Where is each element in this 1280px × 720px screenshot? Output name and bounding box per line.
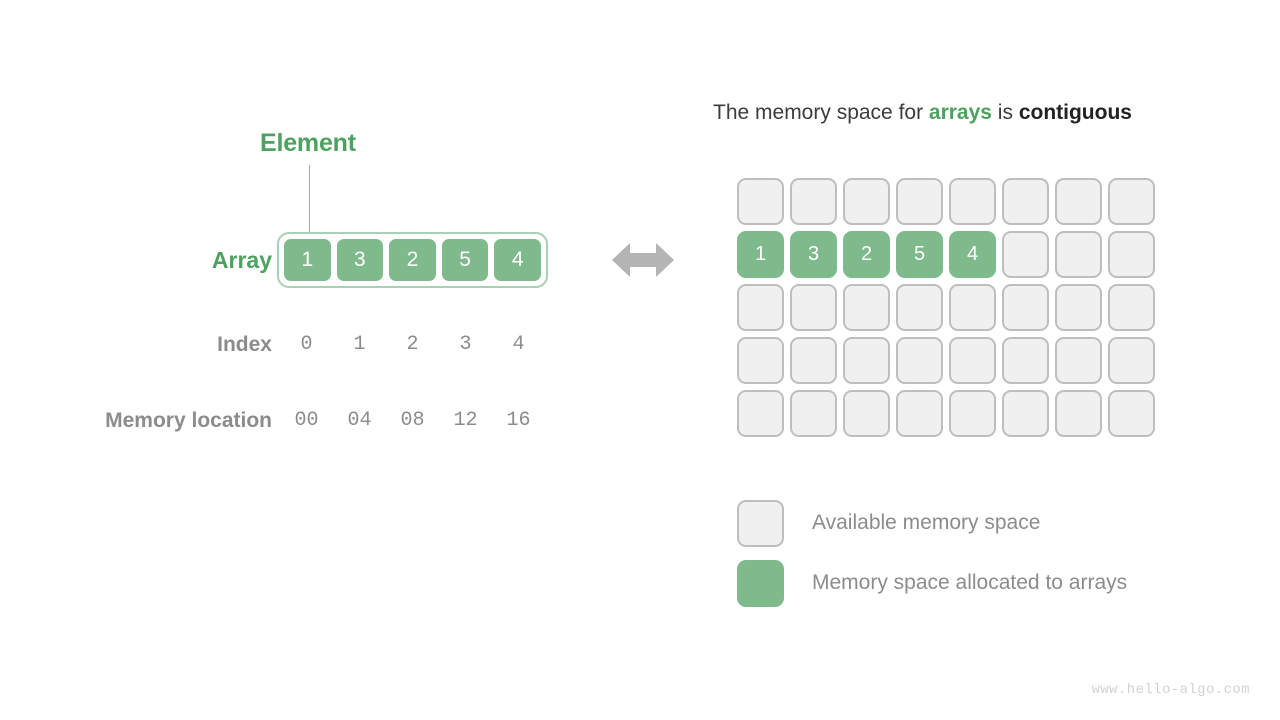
memory-title: The memory space for arrays is contiguou… <box>713 101 1132 125</box>
index-row-item: 4 <box>512 333 525 356</box>
memory-cell-available <box>949 178 996 225</box>
memory-cell-available <box>790 178 837 225</box>
memory-cell-available <box>1108 390 1155 437</box>
memory-cell-available <box>737 337 784 384</box>
memory-cell-available <box>1002 390 1049 437</box>
memory-cell-available <box>1108 178 1155 225</box>
memory-cell-available <box>896 178 943 225</box>
memory-row-item: 04 <box>347 409 372 432</box>
memory-row-item: 12 <box>453 409 478 432</box>
memory-cell-allocated: 4 <box>949 231 996 278</box>
memory-cell-available <box>1055 284 1102 331</box>
legend-label: Memory space allocated to arrays <box>812 571 1128 594</box>
memory-cell-available <box>1002 337 1049 384</box>
element-callout-label: Element <box>260 129 356 157</box>
memory-title-arrays-highlight: arrays <box>928 101 992 124</box>
memory-cell-available <box>1055 231 1102 278</box>
element-callout-connector-line <box>309 165 310 241</box>
memory-cell-available <box>896 390 943 437</box>
index-value-row: 0 1 2 3 4 <box>280 333 545 356</box>
double-headed-arrow-icon <box>612 243 674 277</box>
array-cell: 2 <box>387 237 438 283</box>
memory-cell-available <box>843 178 890 225</box>
memory-cell-available <box>1108 231 1155 278</box>
array-cell: 3 <box>334 237 386 283</box>
memory-cell-allocated: 2 <box>843 231 890 278</box>
memory-title-contiguous-highlight: contiguous <box>1018 101 1132 124</box>
memory-cell-available <box>843 284 890 331</box>
legend-row: Memory space allocated to arrays <box>737 553 1127 613</box>
memory-cell-available <box>949 337 996 384</box>
memory-cell-available <box>790 337 837 384</box>
legend-label: Available memory space <box>812 511 1041 534</box>
row-label-memory-location: Memory location <box>105 409 272 432</box>
memory-cell-available <box>896 284 943 331</box>
memory-cell-available <box>896 337 943 384</box>
memory-cell-available <box>737 390 784 437</box>
memory-cell-available <box>949 390 996 437</box>
legend-row: Available memory space <box>737 493 1127 553</box>
memory-row-item: 08 <box>400 409 425 432</box>
memory-cell-available <box>737 284 784 331</box>
watermark: www.hello-algo.com <box>1091 682 1250 698</box>
legend-swatch-filled <box>737 559 784 607</box>
memory-cell-available <box>843 390 890 437</box>
memory-cell-available <box>1002 284 1049 331</box>
memory-cell-available <box>949 284 996 331</box>
row-label-array: Array <box>211 247 272 273</box>
memory-cell-allocated: 3 <box>790 231 837 278</box>
row-label-index: Index <box>217 333 272 356</box>
index-row-item: 2 <box>406 333 419 356</box>
legend-swatch-empty <box>737 499 784 547</box>
memory-cell-available <box>1055 337 1102 384</box>
memory-row-item: 16 <box>506 409 531 432</box>
memory-cell-available <box>1108 337 1155 384</box>
memory-cell-available <box>1055 178 1102 225</box>
index-row-item: 3 <box>459 333 472 356</box>
memory-cell-available <box>1002 231 1049 278</box>
memory-title-part1: The memory space for <box>713 101 929 124</box>
memory-title-part2: is <box>991 101 1019 124</box>
memory-cell-available <box>790 390 837 437</box>
memory-cell-available <box>843 337 890 384</box>
index-row-item: 1 <box>353 333 366 356</box>
memory-row-item: 00 <box>294 409 319 432</box>
memory-cell-available <box>1108 284 1155 331</box>
memory-cell-available <box>790 284 837 331</box>
memory-cell-available <box>1002 178 1049 225</box>
array-cell: 1 <box>282 237 333 283</box>
memory-cell-allocated: 5 <box>896 231 943 278</box>
index-row-item: 0 <box>300 333 313 356</box>
array-cell: 4 <box>492 237 543 283</box>
memory-cell-allocated: 1 <box>737 231 784 278</box>
array-cell: 5 <box>439 237 491 283</box>
memory-location-value-row: 00 04 08 12 16 <box>280 409 545 432</box>
memory-cell-available <box>737 178 784 225</box>
memory-cell-available <box>1055 390 1102 437</box>
